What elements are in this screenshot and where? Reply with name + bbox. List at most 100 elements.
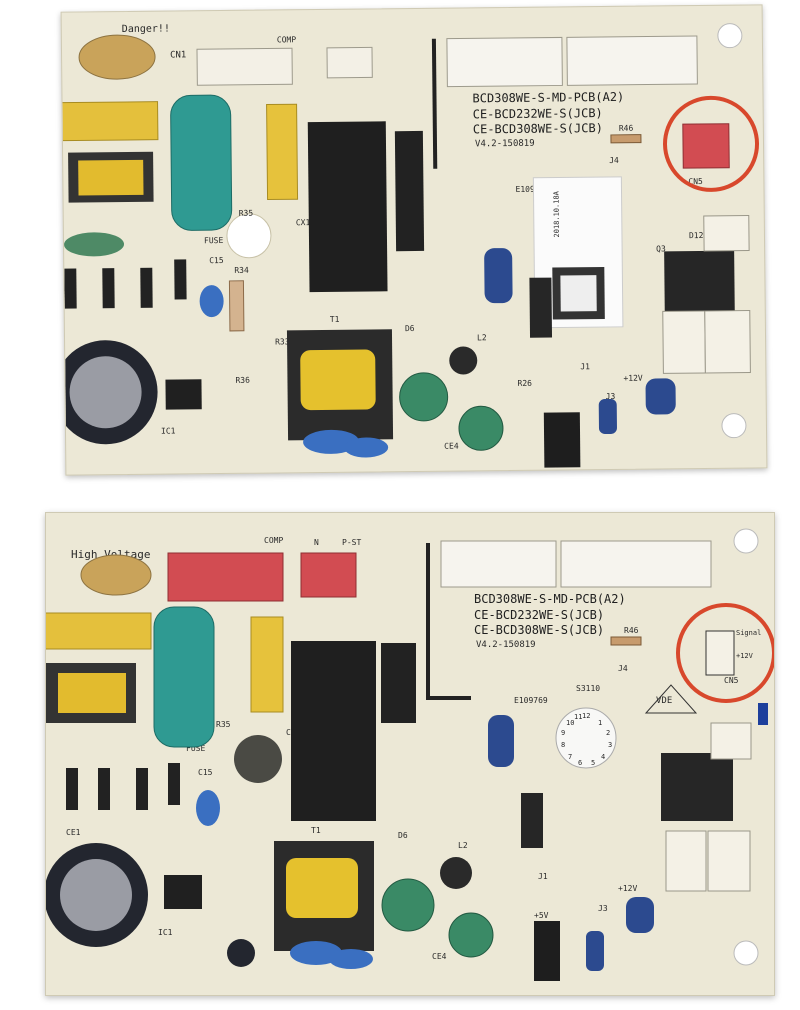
comp-red-connector xyxy=(167,552,284,602)
white-connector-2 xyxy=(560,540,712,588)
white-connector-j2 xyxy=(704,309,751,374)
model-line-2: CE-BCD232WE-S(JCB) xyxy=(474,608,604,622)
dial-number: 6 xyxy=(578,759,582,767)
j1-label: J1 xyxy=(580,362,590,371)
diode xyxy=(64,268,77,309)
white-connector-j1 xyxy=(662,310,706,374)
ic1-label: IC1 xyxy=(161,427,176,436)
c15-label: C15 xyxy=(209,256,224,265)
voltage-regulator xyxy=(543,412,581,468)
ic1-chip xyxy=(165,379,202,410)
model-line-2: CE-BCD232WE-S(JCB) xyxy=(473,106,603,121)
green-electrolytic-capacitor xyxy=(399,372,449,422)
power-transistor xyxy=(661,753,733,821)
dial-number: 10 xyxy=(566,719,574,727)
transistor xyxy=(529,277,553,338)
r36-label: R36 xyxy=(235,376,250,385)
dial-number: 3 xyxy=(608,741,612,749)
white-connector-1 xyxy=(446,36,563,88)
resistor xyxy=(228,280,245,332)
j4-label: J4 xyxy=(618,664,628,673)
cn5-label: CN5 xyxy=(724,676,739,685)
t1-label: T1 xyxy=(330,315,340,324)
diode xyxy=(102,268,115,309)
t1-label: T1 xyxy=(311,826,321,835)
burnt-hole xyxy=(234,735,282,783)
blue-ceramic-capacitor xyxy=(199,285,224,318)
date-dial xyxy=(555,707,617,769)
vde-mark xyxy=(644,684,698,714)
green-electrolytic-capacitor xyxy=(458,405,504,451)
danger-label: Danger!! xyxy=(122,24,170,36)
version-label: V4.2-150819 xyxy=(476,640,536,650)
dial-number: 8 xyxy=(561,741,565,749)
fuse-label: FUSE xyxy=(204,236,224,245)
transistor xyxy=(521,793,543,848)
green-resistor xyxy=(64,232,125,257)
bottom-pcb-board: High Voltage COMP N P-ST BCD308WE-S-MD-P… xyxy=(45,512,775,996)
plus5v-label: +5V xyxy=(534,911,549,920)
small-capacitor xyxy=(586,931,604,971)
resistor-r46 xyxy=(610,134,642,144)
white-connector-2 xyxy=(566,35,698,86)
capacitor-top xyxy=(69,356,142,429)
cn5-label: CN5 xyxy=(688,177,703,186)
r34-label: R34 xyxy=(234,266,249,275)
white-connector-j2 xyxy=(707,830,751,892)
white-connector-small xyxy=(710,722,752,760)
d12-label: D12 xyxy=(689,231,704,240)
small-capacitor xyxy=(626,897,654,933)
cn5-connector xyxy=(705,630,735,676)
trace-line xyxy=(431,38,438,169)
cn5-highlight-circle xyxy=(663,95,760,192)
c15-label: C15 xyxy=(198,768,213,777)
dial-number: 5 xyxy=(591,759,595,767)
white-connector-small xyxy=(703,214,750,252)
comp-label: COMP xyxy=(264,536,283,545)
r26-label: R26 xyxy=(517,379,532,388)
comp-connector xyxy=(326,46,373,79)
teal-x-capacitor xyxy=(170,94,233,231)
j1-label: J1 xyxy=(538,872,548,881)
cx1-label: CX1 xyxy=(296,218,311,227)
plus12v-label-2: +12V xyxy=(618,884,637,893)
l2-label: L2 xyxy=(477,333,487,342)
j3-label: J3 xyxy=(598,904,608,913)
transformer-core xyxy=(300,349,376,411)
white-connector-j1 xyxy=(665,830,707,892)
model-line-3: CE-BCD308WE-S(JCB) xyxy=(473,121,603,136)
blue-capacitor xyxy=(329,949,373,969)
choke-winding xyxy=(78,159,144,196)
vde-label: VDE xyxy=(656,696,672,706)
ce4-label: CE4 xyxy=(444,442,459,451)
cn5-red-connector xyxy=(682,123,730,169)
resistor-r46 xyxy=(610,636,642,646)
r46-label: R46 xyxy=(619,124,634,133)
comp-label: COMP xyxy=(277,35,297,44)
diode xyxy=(140,267,153,308)
s3110-label: S3110 xyxy=(576,684,600,693)
small-relay xyxy=(394,130,425,252)
mount-hole xyxy=(717,23,743,49)
blue-marker xyxy=(758,703,768,725)
model-line-1: BCD308WE-S-MD-PCB(A2) xyxy=(472,90,624,106)
d6-label: D6 xyxy=(398,831,408,840)
power-transistor-d12 xyxy=(664,250,735,312)
plus12v-label: +12V xyxy=(623,374,643,383)
j3-label: J3 xyxy=(606,392,616,401)
inductor-l2 xyxy=(449,346,478,375)
yellow-film-capacitor xyxy=(266,103,299,201)
small-electrolytic-capacitor xyxy=(227,939,255,967)
yellow-capacitor xyxy=(46,612,152,650)
plus12v-label: +12V xyxy=(736,652,754,660)
pst-label: P-ST xyxy=(342,538,361,547)
yellow-film-capacitor xyxy=(250,616,284,713)
j4-label: J4 xyxy=(609,156,619,165)
capacitor-top xyxy=(60,859,132,931)
dial-number: 9 xyxy=(561,729,565,737)
pst-red-connector xyxy=(300,552,357,598)
dial-number: 1 xyxy=(598,719,602,727)
white-connector-1 xyxy=(440,540,557,588)
dial-number: 11 xyxy=(574,713,582,721)
small-capacitor xyxy=(645,378,676,415)
